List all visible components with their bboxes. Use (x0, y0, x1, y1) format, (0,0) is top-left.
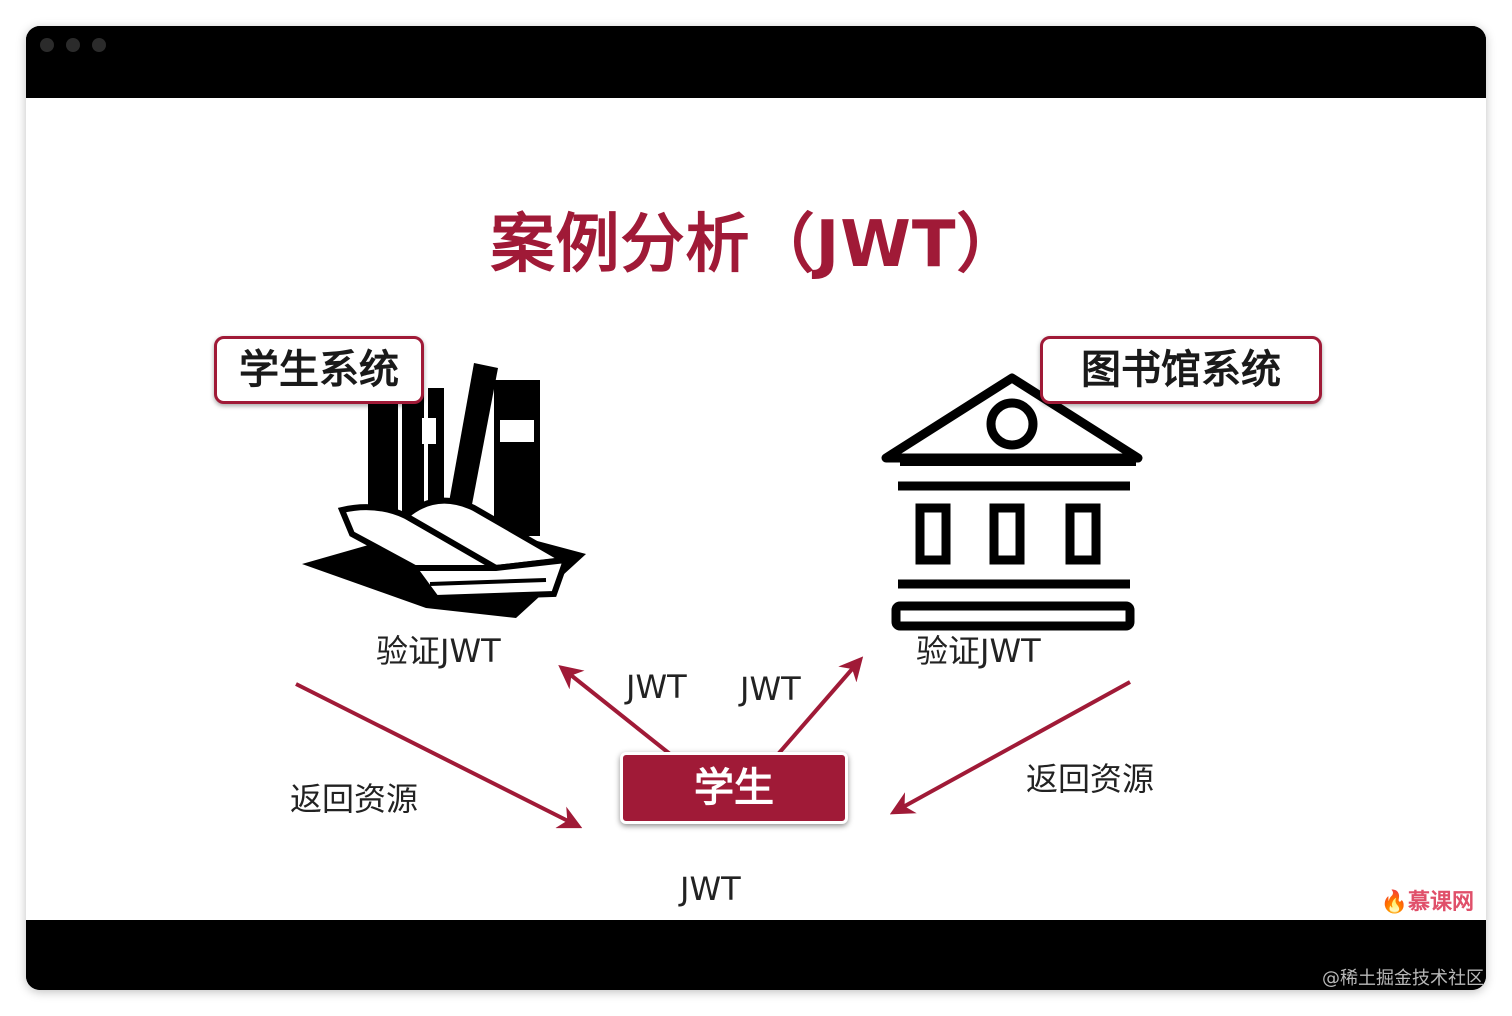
window-frame: 案例分析（JWT） (26, 26, 1486, 990)
left-return-resource-text: 返回资源 (290, 780, 419, 818)
left-verify-jwt-text: 验证JWT (376, 632, 501, 670)
bottom-bar (26, 920, 1486, 990)
arrow-student-to-left-system (558, 665, 682, 764)
window-close-dot[interactable] (40, 38, 54, 52)
student-system-label: 学生系统 (214, 336, 424, 404)
student-jwt-text: JWT (680, 870, 741, 908)
right-verify-jwt-text: 验证JWT (916, 632, 1041, 670)
jwt-arrow-label-right: JWT (740, 670, 801, 708)
site-watermark: @稀土掘金技术社区 (1322, 968, 1484, 989)
diagram-graphics (295, 363, 1143, 829)
library-building-icon (881, 373, 1143, 631)
imooc-logo: 🔥慕课网 (1380, 890, 1474, 915)
flame-icon: 🔥 (1380, 890, 1408, 915)
title-bar (26, 26, 1486, 98)
window-minimize-dot[interactable] (66, 38, 80, 52)
student-node: 学生 (620, 752, 848, 824)
arrow-right-system-to-student (889, 680, 1131, 815)
books-icon (302, 363, 586, 618)
slide-canvas: 案例分析（JWT） (26, 98, 1486, 920)
library-system-label: 图书馆系统 (1040, 336, 1322, 404)
slide-title: 案例分析（JWT） (490, 208, 1022, 282)
right-return-resource-text: 返回资源 (1026, 760, 1155, 798)
arrow-left-system-to-student (295, 682, 583, 829)
jwt-arrow-label-left: JWT (626, 668, 687, 706)
window-maximize-dot[interactable] (92, 38, 106, 52)
arrow-student-to-right-system (764, 656, 864, 770)
